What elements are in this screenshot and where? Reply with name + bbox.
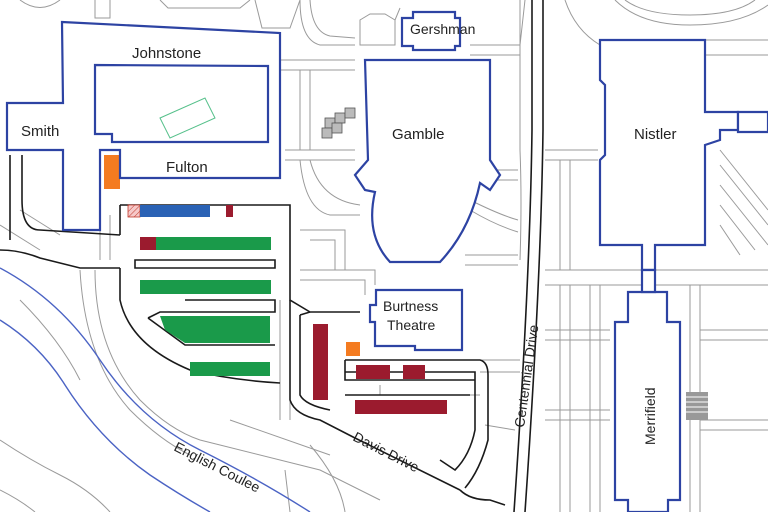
lot-accessible-hatched[interactable] [127, 204, 141, 218]
lot-green-row1[interactable] [156, 237, 271, 250]
gershman-annex-outline [359, 13, 396, 46]
roads [0, 0, 544, 512]
gershman-building[interactable] [400, 10, 462, 52]
label-merrifield: Merrifield [642, 387, 658, 445]
lot-orange-fulton[interactable] [104, 155, 120, 189]
skywalk-connector [640, 268, 657, 294]
label-centennial-drive: Centennial Drive [511, 323, 541, 428]
label-fulton: Fulton [166, 159, 208, 176]
burtness-theatre-building[interactable] [368, 288, 464, 352]
lot-red-short-a[interactable] [356, 365, 390, 379]
label-davis-drive: Davis Drive [351, 428, 422, 475]
courtyard-field [159, 97, 216, 139]
label-burtness-line1: Burtness [383, 298, 438, 314]
lot-red-vertical[interactable] [313, 324, 328, 400]
label-gershman: Gershman [410, 21, 475, 37]
buildings [5, 10, 768, 512]
lot-blue[interactable] [140, 205, 210, 217]
label-gamble: Gamble [392, 126, 445, 143]
lot-red-long[interactable] [355, 400, 447, 414]
label-smith: Smith [21, 123, 59, 140]
nistler-annex[interactable] [736, 110, 768, 134]
lot-red-short-b[interactable] [403, 365, 425, 379]
johnstone-smith-fulton-building[interactable] [5, 20, 282, 232]
label-johnstone: Johnstone [132, 45, 201, 62]
gamble-building[interactable] [353, 58, 502, 264]
label-nistler: Nistler [634, 126, 677, 143]
english-coulee-creek [0, 267, 311, 512]
lot-green-row3[interactable] [160, 316, 270, 343]
parking-areas [104, 155, 447, 414]
label-burtness-line2: Theatre [387, 317, 435, 333]
nistler-building[interactable] [598, 38, 740, 272]
recycle-bins-icon [321, 107, 356, 139]
merrifield-building[interactable] [613, 290, 682, 512]
lot-green-row2[interactable] [140, 280, 271, 294]
label-english-coulee: English Coulee [172, 438, 263, 495]
lot-red-small[interactable] [140, 237, 156, 250]
stairs-icon [686, 392, 708, 420]
lot-orange-burtness[interactable] [346, 342, 360, 356]
lot-red-small-top[interactable] [226, 205, 233, 217]
lot-green-row4[interactable] [190, 362, 270, 376]
